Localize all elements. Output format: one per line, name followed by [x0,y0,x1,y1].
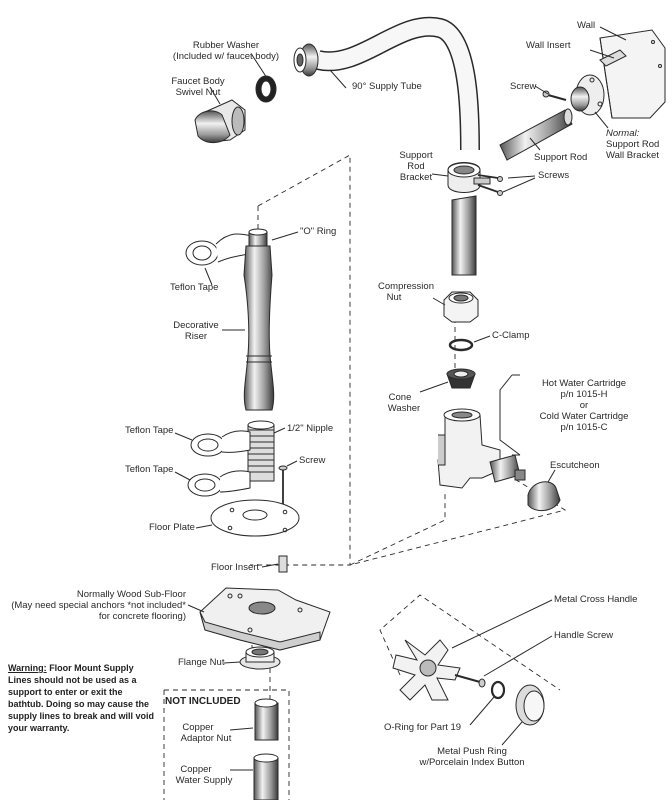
faucet-body-swivel-nut [194,99,246,144]
label-bracket-2: Rod [407,161,425,172]
label-bracket-3: Bracket [399,172,433,183]
label-teflon-tape-2: Teflon Tape [125,425,174,436]
c-clamp [448,338,474,352]
label-cone-1: Cone [388,392,412,403]
label-handle-screw: Handle Screw [554,630,614,641]
bracket-screws [477,174,503,196]
label-o-ring: "O" Ring [300,226,337,237]
copper-water-supply [253,753,279,800]
label-support-rod: Support Rod [534,152,588,163]
not-included-title: NOT INCLUDED [165,696,241,707]
teflon-tape-top [185,233,259,266]
water-cartridge [489,454,526,483]
label-push-ring-2: w/Porcelain Index Button [419,757,525,768]
floor-screw [278,465,288,508]
label-rubber-washer: Rubber Washer [192,40,260,51]
compression-nut [443,291,479,323]
label-subfloor-1: Normally Wood Sub-Floor [76,589,186,600]
tube-thread-end [293,43,319,77]
wall-bracket [570,74,605,116]
label-teflon-tape-3: Teflon Tape [125,464,174,475]
label-normal: Normal: [606,128,640,139]
label-faucet-body-1: Faucet Body [171,76,225,87]
label-normal-2: Support Rod [606,139,660,150]
label-cartridge-1: Hot Water Cartridge [541,378,627,389]
label-escutcheon: Escutcheon [550,460,600,471]
label-floor-plate: Floor Plate [149,522,195,533]
teflon-tape-mid-2 [187,470,251,497]
teflon-tape-mid-1 [190,430,251,457]
label-cartridge-4: Cold Water Cartridge [539,411,629,422]
label-screw-top: Screw [510,81,537,92]
wall-screw [542,90,567,101]
label-subfloor-3: for concrete flooring) [98,611,186,622]
label-cone-2: Washer [387,403,421,414]
rubber-washer [255,75,277,103]
warning-note: Warning: Floor Mount Supply Lines should… [8,662,158,734]
faucet-body [437,408,501,489]
floor-insert [278,555,288,573]
metal-push-ring [515,684,545,726]
label-faucet-body-2: Swivel Nut [175,87,221,98]
label-c-clamp: C-Clamp [492,330,530,341]
label-screw-floor: Screw [299,455,326,466]
metal-cross-handle [392,639,461,701]
flange-nut [239,646,281,670]
warning-heading: Warning: [8,663,47,673]
label-metal-cross-handle: Metal Cross Handle [554,594,638,605]
label-o-ring-part: O-Ring for Part 19 [384,722,462,733]
label-cartridge-2: p/n 1015-H [560,389,608,400]
support-rod [499,108,573,161]
decorative-riser [243,245,275,411]
cone-washer [446,368,476,389]
label-decorative-1: Decorative [173,320,219,331]
label-bracket-1: Support [399,150,433,161]
label-copper-adaptor-1: Copper [182,722,214,733]
label-subfloor-2: (May need special anchors *not included* [11,600,186,611]
warning-text: Floor Mount Supply Lines should not be u… [8,663,155,733]
label-compression-2: Nut [386,292,402,303]
supply-tube-lower [451,195,477,276]
label-copper-adaptor-2: Adaptor Nut [180,733,232,744]
label-screws: Screws [538,170,570,181]
label-cartridge-3: or [579,400,589,411]
floor-plate [210,499,300,537]
handle-screw [454,674,486,688]
label-teflon-tape-1: Teflon Tape [170,282,219,293]
label-wall-insert: Wall Insert [526,40,571,51]
label-compression-1: Compression [378,281,434,292]
escutcheon [527,481,561,512]
label-rubber-washer-note: (Included w/ faucet body) [172,51,280,62]
label-wall: Wall [577,20,596,31]
label-copper-supply-1: Copper [180,764,212,775]
label-floor-insert: Floor Insert [211,562,260,573]
support-rod-bracket [447,162,491,193]
nipple [247,420,275,482]
sub-floor [199,587,331,651]
label-push-ring-1: Metal Push Ring [437,746,507,757]
label-flange-nut: Flange Nut [178,657,225,668]
copper-adaptor-nut [254,698,279,741]
wall-plate [599,29,666,119]
label-decorative-2: Riser [184,331,208,342]
label-copper-supply-2: Water Supply [175,775,233,786]
o-ring [248,228,268,247]
label-nipple: 1/2" Nipple [287,423,334,434]
label-normal-3: Wall Bracket [606,150,659,161]
o-ring-part-19 [490,680,506,700]
label-cartridge-5: p/n 1015-C [560,422,608,433]
label-supply-tube: 90° Supply Tube [352,81,422,92]
